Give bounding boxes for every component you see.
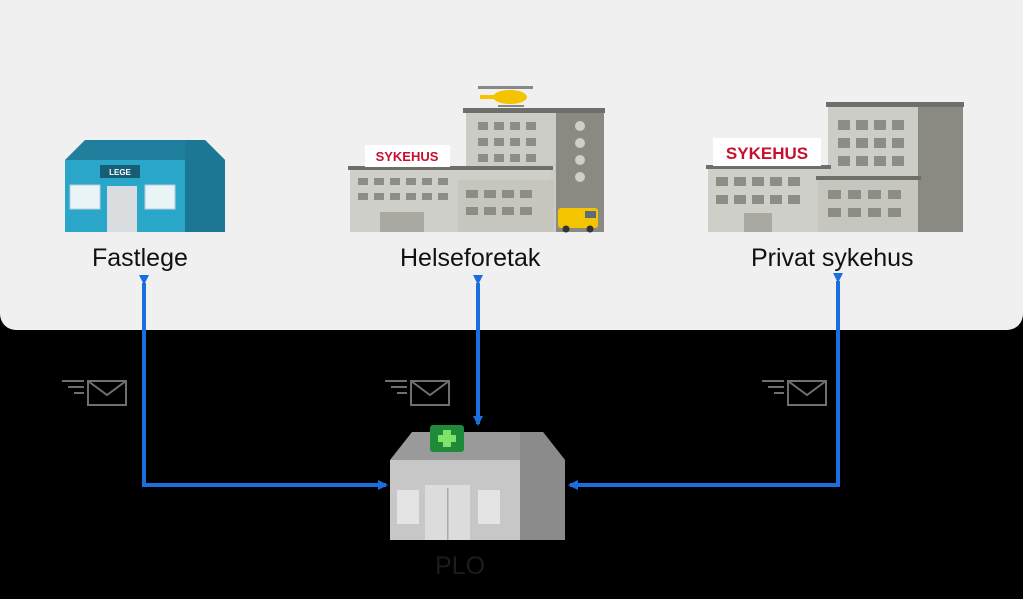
arrow-fastlege-plo	[139, 275, 388, 490]
helseforetak-sign-text: SYKEHUS	[376, 149, 439, 164]
envelope-icon	[62, 380, 127, 406]
fastlege-label: Fastlege	[92, 244, 188, 272]
envelope-icon	[385, 380, 450, 406]
fastlege-building: LEGE	[65, 140, 225, 232]
connection-arrows	[139, 273, 843, 490]
privat-sykehus-label: Privat sykehus	[751, 244, 914, 272]
lege-sign-text: LEGE	[109, 168, 131, 177]
arrow-privat-plo	[568, 273, 843, 490]
plo-label: PLO	[435, 552, 486, 580]
helicopter-icon	[478, 86, 533, 107]
plo-building	[390, 425, 565, 540]
helseforetak-building: SYKEHUS	[348, 86, 605, 233]
privat-sykehus-building: SYKEHUS	[706, 102, 964, 232]
ambulance-icon	[558, 208, 598, 233]
plus-icon	[430, 425, 464, 452]
privat-sign-text: SYKEHUS	[726, 144, 808, 163]
envelope-icon	[762, 380, 827, 406]
helseforetak-label: Helseforetak	[400, 244, 541, 272]
